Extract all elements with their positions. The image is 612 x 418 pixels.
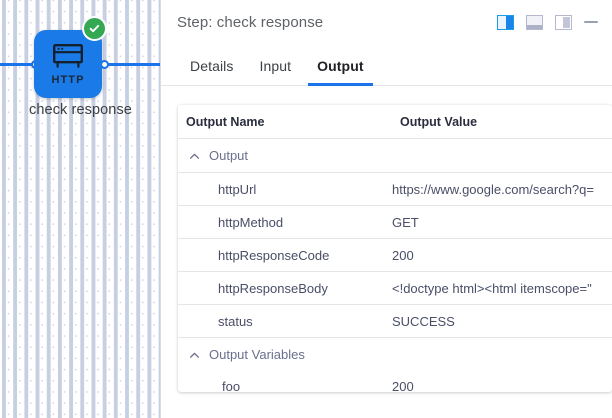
node-label: check response	[29, 102, 132, 118]
tab-input[interactable]: Input	[259, 58, 292, 74]
group-toggle-output[interactable]: Output	[178, 148, 248, 163]
row-name: status	[218, 313, 253, 329]
tab-details[interactable]: Details	[190, 58, 234, 74]
chevron-up-icon	[189, 150, 200, 161]
http-node-icon	[52, 43, 84, 74]
panel-bottom-icon[interactable]	[526, 14, 543, 30]
panel-header: Step: check response	[161, 0, 612, 44]
row-value: <!doctype html><html itemscope="	[392, 280, 592, 296]
table-header-row: Output Name Output Value	[178, 105, 612, 139]
step-detail-panel: Step: check response Details Input Outpu…	[161, 0, 612, 418]
row-name: httpResponseCode	[218, 247, 330, 263]
table-row: httpResponseCode 200	[178, 238, 612, 271]
group-toggle-output-variables[interactable]: Output Variables	[178, 347, 305, 362]
panel-side-icon[interactable]	[555, 14, 572, 30]
column-header-output-value: Output Value	[400, 114, 478, 129]
chevron-up-icon	[189, 349, 200, 360]
canvas-panel-divider	[160, 0, 161, 418]
row-name: foo	[222, 379, 241, 392]
row-value: GET	[392, 214, 419, 230]
row-name: httpResponseBody	[218, 280, 328, 296]
edge-outgoing	[103, 63, 161, 66]
table-row: foo 200	[178, 370, 612, 392]
panel-right-icon[interactable]	[497, 14, 514, 30]
workflow-canvas[interactable]: HTTP check response	[0, 0, 161, 418]
table-row: httpUrl https://www.google.com/search?q=	[178, 172, 612, 205]
table-row: httpMethod GET	[178, 205, 612, 238]
row-value: https://www.google.com/search?q=	[392, 181, 594, 197]
tab-output[interactable]: Output	[304, 58, 376, 86]
success-check-icon	[84, 18, 105, 39]
table-group-output-variables[interactable]: Output Variables	[178, 337, 612, 370]
panel-body: Output Name Output Value Output	[161, 86, 612, 418]
panel-tabs: Details Input Output	[161, 44, 612, 86]
row-value: 200	[392, 247, 414, 263]
panel-title: Step: check response	[177, 13, 324, 31]
panel-header-actions	[497, 14, 598, 30]
node-icon-label: HTTP	[51, 73, 85, 86]
group-label-text: Output Variables	[209, 346, 305, 362]
group-label-text: Output	[209, 148, 249, 163]
row-name: httpUrl	[218, 181, 257, 197]
table-row: status SUCCESS	[178, 304, 612, 337]
row-name: httpMethod	[218, 214, 284, 230]
column-header-output-name: Output Name	[186, 114, 265, 129]
row-value: SUCCESS	[392, 313, 455, 329]
output-table: Output Name Output Value Output	[178, 105, 612, 392]
minimize-icon[interactable]	[584, 21, 598, 23]
table-group-output[interactable]: Output	[178, 139, 612, 172]
table-row: httpResponseBody <!doctype html><html it…	[178, 271, 612, 304]
workflow-node-http[interactable]: HTTP	[34, 30, 102, 98]
row-value: 200	[392, 379, 414, 392]
edge-incoming	[0, 63, 40, 66]
